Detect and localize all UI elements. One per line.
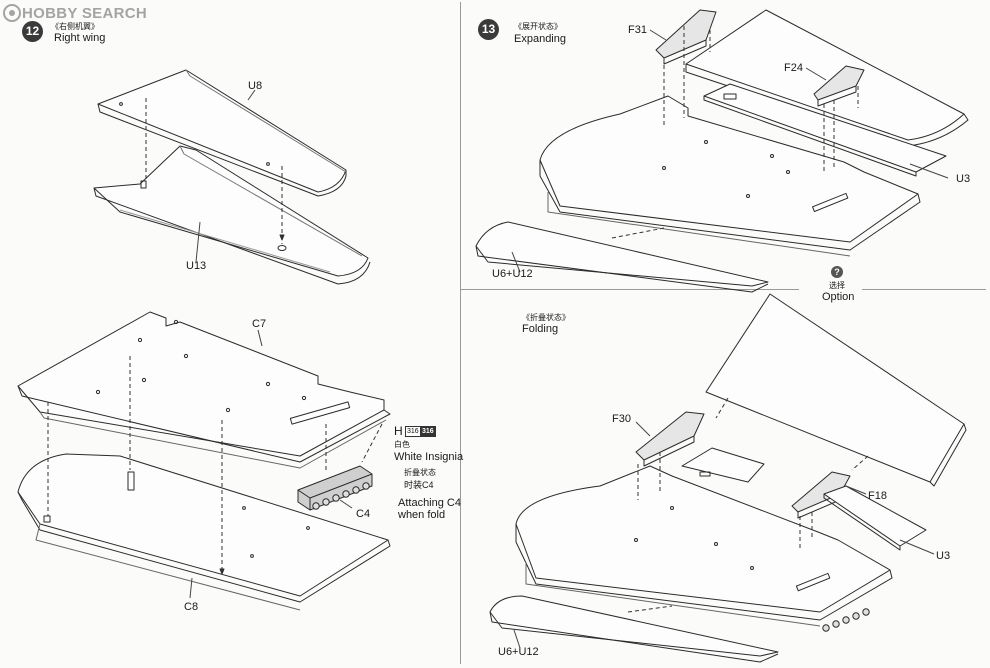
part-c8-drawing (17, 453, 391, 611)
part-c4-drawing (297, 465, 373, 511)
step-12-badge: 12 (22, 21, 43, 42)
folding-u6u12-drawing (489, 595, 779, 663)
option-label-en: Option (822, 291, 855, 303)
folding-title-en: Folding (522, 323, 559, 335)
step12-leader-lines (189, 89, 353, 599)
folding-title-cn: 《折叠状态》 (522, 313, 570, 322)
step13-leader-lines (511, 29, 949, 649)
part-u3-bottom-label: U3 (936, 550, 951, 562)
fold-note-en-1: Attaching C4 (398, 497, 461, 509)
part-f24-label: F24 (784, 62, 803, 74)
paint-chip-white: 316 (405, 426, 421, 437)
step13-expanding-guide-lines (611, 26, 859, 239)
part-u8-drawing (97, 69, 347, 197)
part-f31-label: F31 (628, 24, 647, 36)
part-c4-label: C4 (356, 508, 371, 520)
fold-note-en-2: when fold (398, 509, 446, 521)
part-f30-label: F30 (612, 413, 631, 425)
part-u3-top-label: U3 (956, 173, 971, 185)
horizontal-divider-left (461, 289, 799, 290)
vertical-divider (460, 2, 461, 664)
step12-title-en: Right wing (54, 32, 106, 44)
part-c8-label: C8 (184, 601, 199, 613)
part-u6u12-top-label: U6+U12 (492, 268, 533, 280)
hobby-search-logo-icon (3, 4, 21, 22)
part-u13-label: U13 (186, 260, 207, 272)
part-u3-top-drawing (703, 83, 947, 177)
step12-title-cn: 《右侧机翼》 (51, 22, 99, 31)
part-u13-drawing (93, 145, 371, 285)
step12-lower-guide-lines (47, 356, 383, 574)
expanding-title-cn: 《展开状态》 (514, 22, 562, 31)
option-question-icon: ? (831, 266, 843, 278)
paint-color-cn: 白色 (394, 440, 410, 449)
fold-note-cn-2: 时装C4 (404, 480, 434, 490)
horizontal-divider-right (862, 289, 986, 290)
part-u3-bottom-drawing (823, 485, 927, 551)
step-13-badge: 13 (478, 19, 499, 40)
step12-guide-lines (145, 98, 283, 244)
part-c7-drawing (17, 311, 391, 469)
paint-color-en: White Insignia (394, 451, 464, 463)
step13-folding-guide-lines (627, 397, 869, 613)
paint-code-h: H (394, 424, 403, 438)
folding-main-wing (515, 465, 893, 632)
fold-note-cn-1: 折叠状态 (404, 468, 436, 477)
folding-flat-plate (681, 447, 765, 483)
hobby-search-watermark: HOBBY SEARCH (2, 2, 147, 24)
expanding-main-wing (539, 95, 921, 257)
part-u8-label: U8 (248, 80, 263, 92)
paint-chip-dark: 316 (420, 426, 436, 437)
part-c7-label: C7 (252, 318, 267, 330)
folding-upper-wing (705, 293, 967, 487)
part-f24-drawing (813, 65, 865, 107)
hobby-search-brand: HOBBY SEARCH (22, 4, 148, 22)
expanding-u6u12-drawing (475, 221, 769, 293)
expanding-title-en: Expanding (514, 33, 566, 45)
part-f30-drawing (635, 411, 705, 467)
option-label-cn: 选择 (829, 281, 845, 290)
part-f18-label: F18 (868, 490, 887, 502)
part-u6u12-bottom-label: U6+U12 (498, 646, 539, 658)
